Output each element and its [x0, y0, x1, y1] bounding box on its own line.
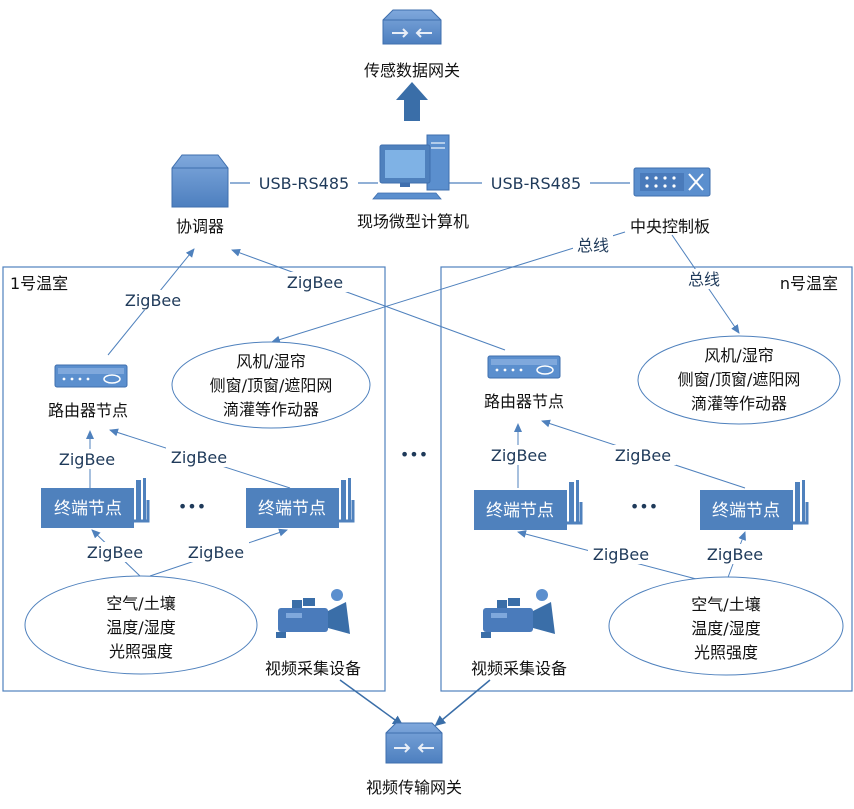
ellipsis-terminals-n: ••• [630, 497, 658, 516]
actuators-n-ellipse [637, 335, 841, 425]
sensor-gateway-label: 传感数据网关 [364, 61, 460, 80]
actuators-n-line2: 侧窗/顶窗/遮阳网 [678, 370, 801, 389]
usb-label-right: USB-RS485 [491, 174, 581, 193]
zigbee-label-routern-coordinator: ZigBee [287, 273, 343, 292]
actuators-1-ellipse [171, 341, 371, 429]
video-device-n-label: 视频采集设备 [471, 659, 567, 678]
video-camera-1-icon [276, 589, 350, 638]
zigbee-label-termnb-routern: ZigBee [615, 446, 671, 465]
sensors-1-ellipse [24, 575, 258, 675]
sensors-n-line1: 空气/土壤 [691, 595, 760, 614]
actuators-1-line3: 滴灌等作动器 [223, 400, 319, 419]
pc-label: 现场微型计算机 [357, 212, 469, 231]
ellipsis-rooms: ••• [400, 445, 428, 464]
video-camera-n-icon [481, 589, 555, 638]
coordinator-label: 协调器 [176, 217, 224, 236]
terminal-1a-label: 终端节点 [54, 499, 122, 519]
pc-icon [372, 134, 450, 200]
zigbee-label-sensorsn-termna: ZigBee [593, 545, 649, 564]
actuators-n-line1: 风机/湿帘 [704, 346, 773, 365]
pc-to-gateway-arrow [396, 82, 428, 121]
terminal-1a-node: 终端节点 [41, 478, 150, 528]
greenhouse-n-frame [440, 266, 853, 692]
video-device-1-label: 视频采集设备 [265, 659, 361, 678]
zigbee-label-sensors1-term1b: ZigBee [188, 543, 244, 562]
central-board-icon [633, 167, 711, 197]
video-gateway-label: 视频传输网关 [366, 778, 462, 797]
zigbee-label-sensors1-term1a: ZigBee [87, 543, 143, 562]
usb-label-left: USB-RS485 [259, 174, 349, 193]
video-gateway-icon [385, 722, 443, 764]
terminal-1b-label: 终端节点 [258, 499, 326, 519]
zigbee-routern-coordinator [231, 248, 506, 351]
sensors-n-line2: 温度/湿度 [691, 619, 760, 638]
greenhouse-1-frame [2, 266, 386, 692]
bus-label-n: 总线 [688, 270, 720, 289]
zigbee-label-sensorsn-termnb: ZigBee [707, 545, 763, 564]
terminal-nb-label: 终端节点 [712, 501, 780, 521]
sensor-gateway-icon [382, 9, 442, 45]
terminal-na-node: 终端节点 [474, 480, 583, 530]
bus-label-1: 总线 [577, 236, 609, 255]
zigbee-label-term1a-router1: ZigBee [59, 450, 115, 469]
bus-central-to-actuators1 [271, 231, 626, 344]
actuators-1-line2: 侧窗/顶窗/遮阳网 [210, 376, 333, 395]
sensors-1-line3: 光照强度 [109, 642, 173, 661]
router-1-icon [54, 364, 128, 388]
actuators-n-line3: 滴灌等作动器 [691, 394, 787, 413]
terminal-1b-node: 终端节点 [246, 478, 355, 528]
terminal-nb-node: 终端节点 [700, 480, 809, 530]
router-1-label: 路由器节点 [48, 401, 128, 420]
sensors-1-line2: 温度/湿度 [106, 618, 175, 637]
greenhouse-1-label: 1号温室 [10, 274, 68, 293]
zigbee-label-router1-coordinator: ZigBee [125, 291, 181, 310]
sensors-n-line3: 光照强度 [694, 643, 758, 662]
zigbee-label-term1b-router1: ZigBee [171, 448, 227, 467]
sensors-1-line1: 空气/土壤 [106, 594, 175, 613]
router-n-icon [487, 355, 561, 379]
terminal-na-label: 终端节点 [486, 501, 554, 521]
central-board-label: 中央控制板 [630, 217, 710, 236]
zigbee-label-termna-routern: ZigBee [491, 446, 547, 465]
video1-to-gateway [339, 679, 404, 727]
router-n-label: 路由器节点 [484, 392, 564, 411]
actuators-1-line1: 风机/湿帘 [236, 352, 305, 371]
ellipsis-terminals-1: ••• [178, 497, 206, 516]
greenhouse-n-label: n号温室 [780, 274, 838, 293]
videon-to-gateway [434, 679, 491, 727]
sensors-n-ellipse [608, 576, 844, 676]
coordinator-icon [171, 154, 229, 208]
